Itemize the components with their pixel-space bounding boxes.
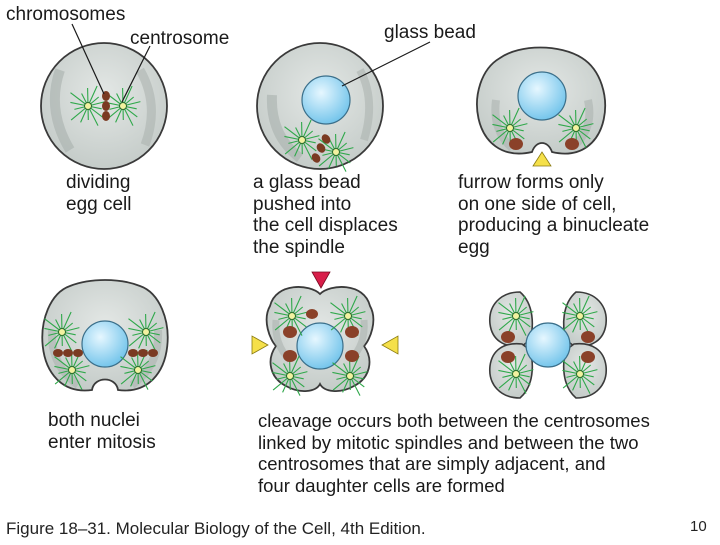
figure-footer: Figure 18–31. Molecular Biology of the C… <box>6 519 426 539</box>
cleavage-arrow-yellow-right <box>382 336 398 354</box>
furrow-arrow-yellow <box>533 152 551 166</box>
caption-dividing-egg: dividing egg cell <box>66 172 132 215</box>
centrosome-dot <box>287 373 294 380</box>
caption-cleavage: cleavage occurs both between the centros… <box>258 410 650 496</box>
centrosome-dot <box>577 313 584 320</box>
centrosome-dot <box>69 367 76 374</box>
centrosome-dot <box>345 313 352 320</box>
caption-line: dividing <box>66 172 132 194</box>
cell-binucleate-furrow <box>477 48 605 167</box>
cleavage-arrow-red <box>312 272 330 288</box>
glass-bead <box>302 76 350 124</box>
cell-cleavage <box>252 272 398 396</box>
caption-line: linked by mitotic spindles and between t… <box>258 432 650 454</box>
chromosome-stack <box>128 349 158 357</box>
centrosome-dot <box>299 137 306 144</box>
nucleus <box>306 309 318 319</box>
caption-nuclei-mitosis: both nuclei enter mitosis <box>48 410 156 453</box>
label-glass-bead: glass bead <box>384 22 476 43</box>
cleavage-arrow-yellow-left <box>252 336 268 354</box>
centrosome-dot <box>59 329 66 336</box>
centrosome-dot <box>573 125 580 132</box>
caption-line: on one side of cell, <box>458 194 649 216</box>
glass-bead <box>518 72 566 120</box>
nucleus <box>509 138 523 150</box>
nucleus <box>345 350 359 362</box>
caption-line: centrosomes that are simply adjacent, an… <box>258 453 650 475</box>
cell-four-daughters <box>490 292 606 398</box>
caption-line: the cell displaces <box>253 215 398 237</box>
glass-bead <box>297 323 343 369</box>
nucleus <box>345 326 359 338</box>
nucleus <box>501 351 515 363</box>
nucleus <box>565 138 579 150</box>
nucleus <box>283 326 297 338</box>
glass-bead <box>82 321 128 367</box>
centrosome-dot <box>507 125 514 132</box>
nucleus <box>581 351 595 363</box>
caption-line: both nuclei <box>48 410 156 432</box>
caption-line: producing a binucleate <box>458 215 649 237</box>
caption-furrow: furrow forms only on one side of cell, p… <box>458 172 649 258</box>
centrosome-dot <box>333 149 340 156</box>
page-number: 10 <box>690 518 707 536</box>
cell-nuclei-mitosis <box>42 280 167 390</box>
caption-line: enter mitosis <box>48 432 156 454</box>
centrosome-dot <box>143 329 150 336</box>
nucleus <box>501 331 515 343</box>
centrosome-dot <box>289 313 296 320</box>
nucleus <box>581 331 595 343</box>
cell-bead-pushed <box>257 42 430 172</box>
centrosome-dot <box>85 103 92 110</box>
centrosome-dot <box>513 371 520 378</box>
chromosome-stack <box>53 349 83 357</box>
centrosome-dot <box>135 367 142 374</box>
caption-line: egg <box>458 237 649 259</box>
caption-line: pushed into <box>253 194 398 216</box>
chromosome-stack <box>102 91 110 121</box>
centrosome-dot <box>513 313 520 320</box>
caption-line: a glass bead <box>253 172 398 194</box>
label-chromosomes: chromosomes <box>6 4 125 25</box>
nucleus <box>283 350 297 362</box>
caption-line: four daughter cells are formed <box>258 475 650 497</box>
caption-line: the spindle <box>253 237 398 259</box>
caption-bead-pushed: a glass bead pushed into the cell displa… <box>253 172 398 258</box>
centrosome-dot <box>347 373 354 380</box>
caption-line: egg cell <box>66 194 132 216</box>
centrosome-dot <box>577 371 584 378</box>
caption-line: furrow forms only <box>458 172 649 194</box>
caption-line: cleavage occurs both between the centros… <box>258 410 650 432</box>
label-centrosome: centrosome <box>130 28 229 49</box>
centrosome-dot <box>120 103 127 110</box>
